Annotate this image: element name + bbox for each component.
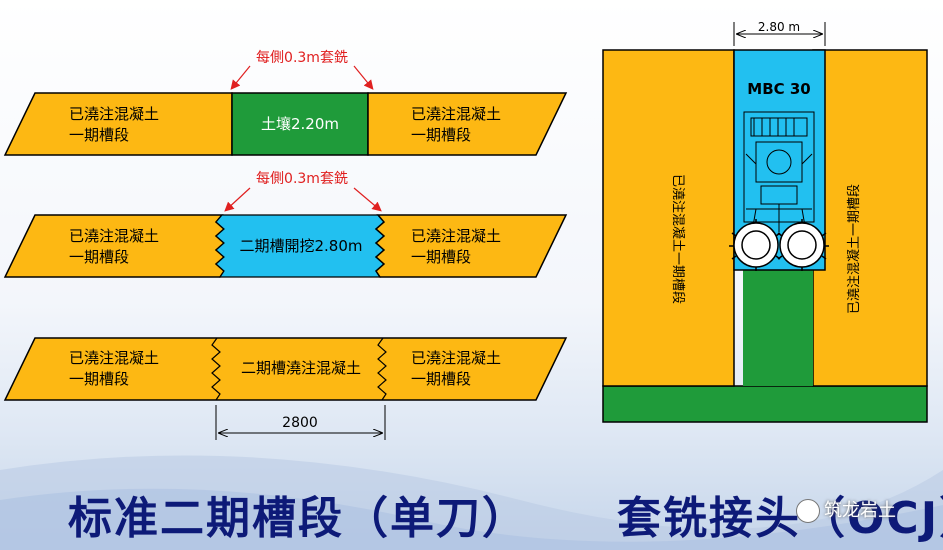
stage-diagram: 每側0.3m套銑 已澆注混凝土 一期槽段 土壤2.20m 已澆注混凝土 一期槽段… (3, 49, 568, 440)
row-2-excavation-stage: 每側0.3m套銑 已澆注混凝土 一期槽段 二期槽開挖2.80m 已澆注混凝土 一… (3, 170, 568, 278)
joint-line-left (211, 337, 221, 401)
machine-label: MBC 30 (747, 80, 810, 98)
soil-column (743, 264, 813, 386)
ocj-cross-section: 2.80 m MBC 30 已澆注混凝土一期槽段 已澆注混凝土一期槽段 (602, 20, 928, 423)
panel-label-l3b: 一期槽段 (69, 370, 129, 388)
ground-green (602, 385, 928, 423)
panel-label-r3a: 已澆注混凝土 (411, 349, 501, 367)
cut-arrow-right-1 (353, 65, 374, 90)
top-dimension: 2.80 m (733, 20, 826, 46)
hydromill-cutter (743, 111, 815, 233)
primary-panel-left-1 (3, 92, 233, 156)
title-standard-panel: 标准二期槽段（单刀） (68, 493, 528, 544)
panel-label-r2b: 一期槽段 (411, 248, 471, 266)
cut-note-1: 每側0.3m套銑 (256, 49, 348, 66)
panel-label-l1a: 已澆注混凝土 (69, 105, 159, 123)
panel-label-l3a: 已澆注混凝土 (69, 349, 159, 367)
cutter-wheels (729, 219, 829, 271)
panel-label-r2a: 已澆注混凝土 (411, 227, 501, 245)
watermark: 筑龙岩土 (796, 496, 896, 523)
vertical-label-right: 已澆注混凝土一期槽段 (846, 184, 862, 314)
cut-arrow-right-2 (353, 187, 382, 212)
dimension-2800: 2800 (282, 415, 318, 431)
panel-label-l1b: 一期槽段 (69, 126, 129, 144)
panel-label-l2b: 一期槽段 (69, 248, 129, 266)
wechat-icon (796, 499, 820, 523)
cut-arrow-left-2 (224, 187, 251, 212)
watermark-text: 筑龙岩土 (824, 500, 896, 521)
dimension-2-80m: 2.80 m (758, 20, 800, 34)
primary-panel-right (812, 49, 928, 387)
cut-note-2: 每側0.3m套銑 (256, 170, 348, 187)
title-ocj: 套铣接头（OCJ） (617, 493, 943, 544)
primary-panel-right-2 (374, 214, 568, 278)
primary-panel-left (602, 49, 735, 387)
panel-label-l2a: 已澆注混凝土 (69, 227, 159, 245)
primary-panel-right-1 (367, 92, 568, 156)
vertical-label-left: 已澆注混凝土一期槽段 (670, 174, 686, 304)
primary-panel-left-2 (3, 214, 226, 278)
panel-label-r3b: 一期槽段 (411, 370, 471, 388)
soil-label: 土壤2.20m (261, 115, 339, 133)
concrete-row-3 (3, 337, 568, 401)
cut-arrow-left-1 (230, 65, 251, 90)
panel-label-r1a: 已澆注混凝土 (411, 105, 501, 123)
row-1-soil-stage: 每側0.3m套銑 已澆注混凝土 一期槽段 土壤2.20m 已澆注混凝土 一期槽段 (3, 49, 568, 156)
excavation-label: 二期槽開挖2.80m (239, 237, 362, 255)
row-3-concrete-stage: 已澆注混凝土 一期槽段 二期槽澆注混凝土 已澆注混凝土 一期槽段 (3, 337, 568, 401)
secondary-concrete-label: 二期槽澆注混凝土 (241, 359, 361, 377)
bottom-dimension: 2800 (215, 405, 386, 440)
panel-label-r1b: 一期槽段 (411, 126, 471, 144)
joint-line-right (377, 337, 387, 401)
